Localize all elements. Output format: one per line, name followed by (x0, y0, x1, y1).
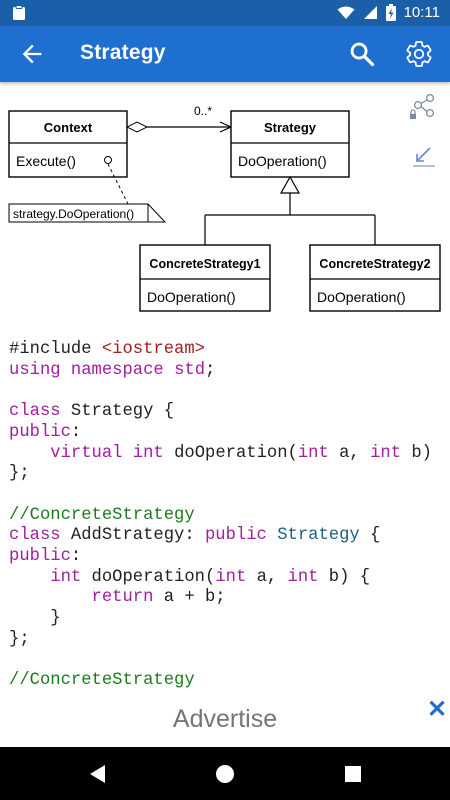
code-line-4: class Strategy { (9, 402, 175, 422)
ad-label: Advertise (172, 705, 278, 733)
status-bar: 10:11 (0, 0, 450, 26)
app-bar: Strategy (0, 26, 450, 82)
strategy-class: Strategy DoOperation() (230, 110, 350, 178)
share-icon[interactable] (408, 92, 438, 122)
context-method: Execute() (16, 153, 76, 169)
gear-icon[interactable] (404, 39, 434, 69)
concrete-strategy-2-class: ConcreteStrategy2 DoOperation() (309, 244, 441, 312)
context-class: Context Execute() (8, 110, 128, 178)
concrete-strategy-1-method: DoOperation() (147, 289, 236, 305)
nav-home-icon[interactable] (214, 763, 236, 785)
system-nav-bar (0, 747, 450, 800)
code-line-12: int doOperation(int a, int b) { (50, 567, 371, 587)
multiplicity-label: 0..* (194, 104, 212, 118)
note-text: strategy.DoOperation() (13, 207, 134, 221)
battery-charging-icon (385, 4, 396, 21)
uml-diagram: Context Execute() 0..* Strategy DoOperat… (8, 104, 441, 312)
nav-recents-icon[interactable] (342, 763, 364, 785)
close-ad-icon[interactable]: ✕ (427, 696, 448, 723)
code-line-2: using namespace std; (9, 360, 216, 380)
arrow-back-icon[interactable] (18, 40, 46, 68)
code-line-17: //ConcreteStrategy (9, 671, 195, 691)
code-line-5: public: (9, 422, 82, 442)
context-class-name: Context (44, 120, 93, 135)
resize-icon[interactable] (412, 145, 436, 167)
code-line-6: virtual int doOperation(int a, int b) (50, 443, 432, 463)
inheritance-lines (204, 175, 376, 245)
strategy-class-name: Strategy (264, 120, 317, 135)
aggregation-line: 0..* (125, 104, 233, 133)
concrete-strategy-2-name: ConcreteStrategy2 (319, 257, 430, 271)
page-title: Strategy (80, 41, 166, 64)
code-line-14: } (9, 609, 61, 629)
code-line-7: }; (9, 464, 30, 484)
strategy-method: DoOperation() (238, 153, 327, 169)
code-line-1: #include <iostream> (9, 340, 205, 359)
wifi-icon (337, 6, 355, 19)
code-line-9: //ConcreteStrategy (9, 505, 195, 525)
status-icons: 10:11 (337, 4, 440, 21)
ad-banner[interactable]: Advertise ✕ (0, 696, 450, 747)
concrete-strategy-1-name: ConcreteStrategy1 (149, 257, 260, 271)
search-icon[interactable] (348, 40, 376, 68)
concrete-strategy-1-class: ConcreteStrategy1 DoOperation() (139, 244, 271, 312)
nav-back-icon[interactable] (87, 763, 109, 785)
code-line-13: return a + b; (91, 588, 226, 608)
code-line-15: }; (9, 629, 30, 649)
signal-icon (363, 6, 377, 19)
code-listing: #include <iostream> using namespace std;… (9, 340, 449, 692)
code-line-10: class AddStrategy: public Strategy { (9, 526, 381, 546)
note: strategy.DoOperation() (8, 163, 167, 223)
code-line-11: public: (9, 547, 82, 567)
status-time: 10:11 (403, 4, 440, 21)
concrete-strategy-2-method: DoOperation() (317, 289, 406, 305)
clipboard-icon (13, 5, 25, 20)
